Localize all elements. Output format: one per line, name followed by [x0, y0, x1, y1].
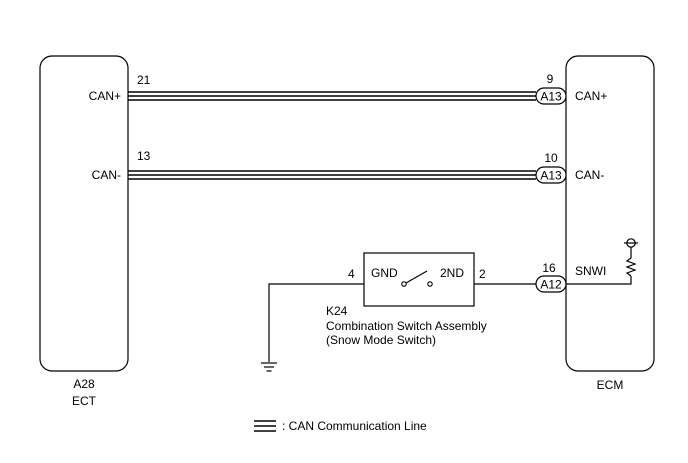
can-plus-line	[128, 91, 536, 101]
can-minus-connector	[535, 166, 567, 184]
snwi-ecm-pin: 16	[542, 261, 556, 275]
can-minus-ect-label: CAN-	[92, 168, 121, 182]
switch-gnd-label: GND	[371, 266, 398, 280]
switch-subname: (Snow Mode Switch)	[326, 333, 436, 347]
legend-text: : CAN Communication Line	[282, 419, 427, 433]
ecm-name: ECM	[597, 378, 624, 392]
power-supply-icon	[624, 238, 638, 248]
switch-pin-2nd: 2	[479, 267, 486, 281]
switch-2nd-label: 2ND	[440, 266, 464, 280]
ect-name: ECT	[72, 394, 97, 408]
ecm-box	[565, 55, 655, 372]
can-minus-line	[128, 170, 536, 180]
pullup-wire	[566, 276, 632, 285]
can-plus-ecm-label: CAN+	[575, 89, 607, 103]
ect-code: A28	[73, 377, 95, 391]
snwi-ecm-label: SNWI	[575, 264, 606, 278]
switch-code: K24	[326, 304, 348, 318]
can-plus-ect-pin: 21	[137, 73, 151, 87]
snwi-connector-label: A12	[540, 278, 562, 292]
can-minus-ect-pin: 13	[137, 149, 151, 163]
can-plus-ect-label: CAN+	[89, 89, 121, 103]
switch-pin-gnd: 4	[348, 267, 355, 281]
can-plus-connector	[535, 87, 567, 105]
can-plus-ecm-pin: 9	[547, 72, 554, 86]
ect-box	[39, 55, 129, 372]
switch-name: Combination Switch Assembly	[326, 319, 487, 333]
can-line-legend-icon	[254, 420, 276, 432]
ground-icon	[261, 362, 277, 372]
switch-contact-icon	[401, 270, 433, 287]
resistor-icon	[625, 247, 637, 277]
can-plus-connector-label: A13	[540, 90, 562, 104]
switch-box	[363, 252, 475, 307]
can-minus-connector-label: A13	[540, 169, 562, 183]
ground-wire	[268, 283, 364, 362]
can-minus-ecm-pin: 10	[544, 151, 558, 165]
can-minus-ecm-label: CAN-	[575, 168, 604, 182]
